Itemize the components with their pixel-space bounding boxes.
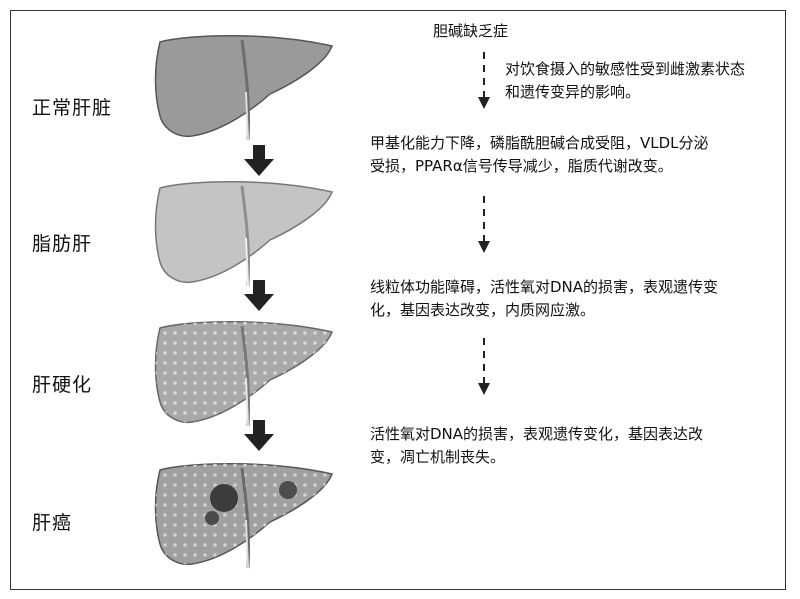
note-methylation-line2: 受损，PPARα信号传导减少，脂质代谢改变。	[370, 157, 673, 175]
stage-label-liver-cancer: 肝癌	[32, 512, 73, 534]
stage-label-normal-liver: 正常肝脏	[32, 97, 113, 119]
cirrhosis-liver-illustration	[154, 321, 334, 427]
choline-deficiency-title: 胆碱缺乏症	[433, 22, 509, 40]
tumor-mass	[210, 484, 238, 512]
note-estrogen-line1: 对饮食摄入的敏感性受到雌激素状态	[505, 60, 746, 78]
figure-frame	[10, 10, 786, 590]
tumor-mass	[279, 481, 297, 499]
progression-arrow-down	[244, 420, 274, 451]
dashed-arrow-down	[478, 338, 490, 395]
note-ros-line1: 活性氧对DNA的损害，表观遗传变化，基因表达改	[370, 425, 704, 443]
note-ros-line2: 变，凋亡机制丧失。	[370, 448, 506, 466]
progression-arrow-down	[244, 280, 274, 311]
normal-liver-illustration	[154, 35, 334, 141]
liver-cancer-illustration	[154, 463, 334, 569]
note-methylation-line1: 甲基化能力下降，磷脂酰胆碱合成受阻，VLDL分泌	[370, 134, 709, 152]
fatty-liver-illustration	[154, 181, 334, 287]
progression-arrow-down	[244, 145, 274, 176]
dashed-arrow-down	[478, 52, 490, 109]
stage-label-cirrhosis: 肝硬化	[32, 374, 93, 396]
tumor-mass	[205, 511, 219, 525]
stage-label-fatty-liver: 脂肪肝	[32, 233, 93, 255]
note-mitochondria-line2: 化，基因表达改变，内质网应激。	[370, 301, 596, 319]
note-mitochondria-line1: 线粒体功能障碍，活性氧对DNA的损害，表观遗传变	[370, 278, 719, 296]
dashed-arrow-down	[478, 196, 490, 253]
note-estrogen-line2: 和遗传变异的影响。	[505, 83, 641, 101]
